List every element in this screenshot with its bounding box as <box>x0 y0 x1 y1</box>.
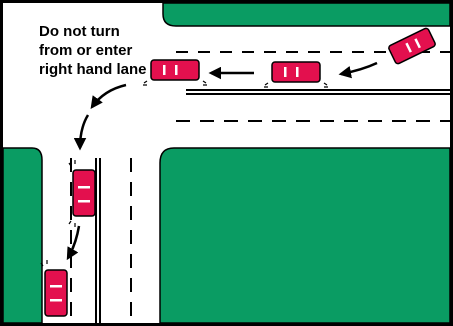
grass-bottom-left <box>2 147 43 324</box>
car-mid-lane <box>264 61 328 88</box>
caption-line-2: from or enter <box>39 42 133 59</box>
arrow-turn-lower <box>73 114 90 151</box>
car-after-turn <box>68 160 96 227</box>
grass-top-right <box>162 2 451 27</box>
car-bottom <box>40 260 68 317</box>
arrow-diagonal-to-lane <box>338 61 378 79</box>
arrow-down-lane <box>66 225 81 261</box>
arrow-turn-upper <box>90 83 127 110</box>
car-approaching-diagonal <box>388 27 436 65</box>
direction-arrows <box>66 61 378 261</box>
grass-bottom-right <box>159 147 451 324</box>
car-turning <box>143 59 207 86</box>
caption-line-1: Do not turn <box>39 23 120 40</box>
vertical-lane-markings <box>70 158 132 323</box>
caption-line-3: right hand lane <box>39 61 147 78</box>
